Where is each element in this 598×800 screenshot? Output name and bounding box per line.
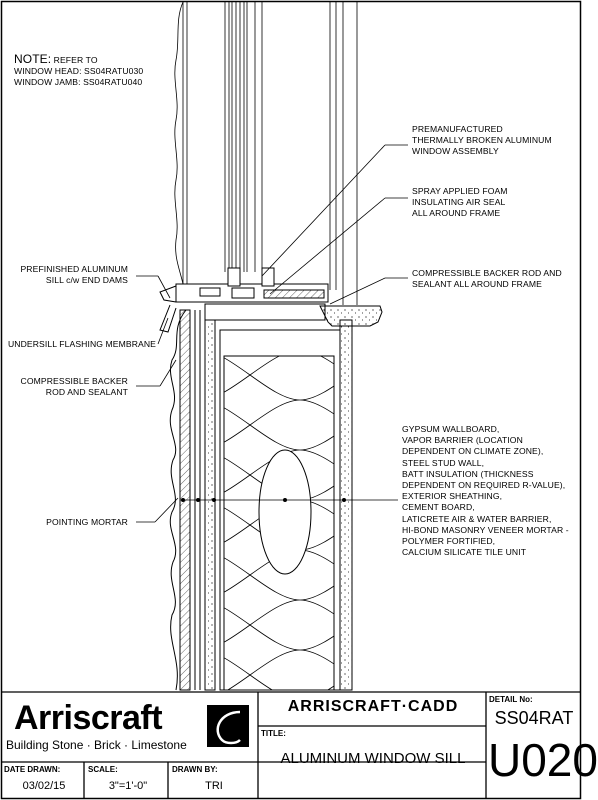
logo-mark [207,705,249,747]
callout-line: DEPENDENT ON CLIMATE ZONE), [402,446,544,457]
drawn-value: TRI [205,780,223,792]
callout-mortar: POINTING MORTAR [46,517,128,528]
callout-premanufactured: PREMANUFACTURED THERMALLY BROKEN ALUMINU… [412,124,552,158]
callout-line: LATICRETE AIR & WATER BARRIER, [402,513,552,524]
callout-line: SPRAY APPLIED FOAM [412,186,508,196]
leader-dots [181,498,346,502]
callout-line: COMPRESSIBLE BACKER ROD AND [412,268,562,278]
note-heading: NOTE: [14,52,52,66]
sill-section-drawing [0,0,582,800]
drawing-note: NOTE: REFER TO WINDOW HEAD: SS04RATU030 … [14,52,144,89]
callout-line: DEPENDENT ON REQUIRED R-VALUE), [402,480,566,491]
callout-line: THERMALLY BROKEN ALUMINUM [412,135,552,146]
callout-line: WINDOW ASSEMBLY [412,146,499,157]
cad-title: ARRISCRAFT·CADD [287,698,459,715]
callout-line: STEEL STUD WALL, [402,457,485,468]
callout-sill: PREFINISHED ALUMINUM SILL c/w END DAMS [20,264,128,286]
callout-line: GYPSUM WALLBOARD, [402,424,500,434]
callout-spray-foam: SPRAY APPLIED FOAM INSULATING AIR SEAL A… [412,186,508,220]
callout-line: ROD AND SEALANT [45,387,128,398]
window-frame [182,2,358,305]
detail-number: U020 [488,734,598,786]
date-label: DATE DRAWN: [4,765,61,774]
company-tagline: Building Stone · Brick · Limestone [6,738,187,752]
callout-line: POINTING MORTAR [46,517,128,527]
callout-line: EXTERIOR SHEATHING, [402,491,503,502]
scale-value: 3"=1'-0" [108,780,148,792]
company-logo: Arriscraft [14,699,163,737]
sheet-border [0,0,582,800]
window-sill-assembly [159,267,329,333]
note-line: WINDOW JAMB: SS04RATU040 [14,77,143,88]
detail-series: SS04RAT [494,708,574,728]
callout-line: PREFINISHED ALUMINUM [20,264,128,274]
callout-wall-assembly: GYPSUM WALLBOARD, VAPOR BARRIER (LOCATIO… [402,424,569,558]
scale-label: SCALE: [88,765,118,774]
callout-line: BATT INSULATION (THICKNESS [402,468,534,479]
title-block-lines [1,691,581,798]
title-label: TITLE: [261,729,286,738]
callout-line: CEMENT BOARD, [402,502,475,513]
callout-line: CALCIUM SILICATE TILE UNIT [402,547,527,558]
callout-backer-rod-frame: COMPRESSIBLE BACKER ROD AND SEALANT ALL … [412,268,562,290]
callout-backer-rod: COMPRESSIBLE BACKER ROD AND SEALANT [21,376,128,398]
callout-line: UNDERSILL FLASHING MEMBRANE [7,339,156,349]
callout-line: VAPOR BARRIER (LOCATION [402,435,523,446]
leader-lines [136,144,408,523]
note-line: WINDOW HEAD: SS04RATU030 [14,66,144,77]
callout-line: ALL AROUND FRAME [412,208,501,219]
callout-line: INSULATING AIR SEAL [412,197,506,208]
callout-line: POLYMER FORTIFIED, [402,536,496,547]
callout-flashing: UNDERSILL FLASHING MEMBRANE [8,339,156,350]
callout-line: HI-BOND MASONRY VENEER MORTAR - [402,524,569,535]
callout-line: SILL c/w END DAMS [45,275,128,286]
drawn-label: DRAWN BY: [172,765,218,774]
detail-label: DETAIL No: [489,695,533,704]
note-heading-rest: REFER TO [53,55,98,65]
callout-line: PREMANUFACTURED [412,124,503,134]
veneer-above [174,1,184,285]
date-value: 03/02/15 [22,780,66,792]
wall-section [169,309,353,691]
callout-line: SEALANT ALL AROUND FRAME [412,279,542,290]
interior-stool [204,303,383,327]
callout-line: COMPRESSIBLE BACKER [20,376,128,386]
drawing-title: ALUMINUM WINDOW SILL [280,750,466,767]
